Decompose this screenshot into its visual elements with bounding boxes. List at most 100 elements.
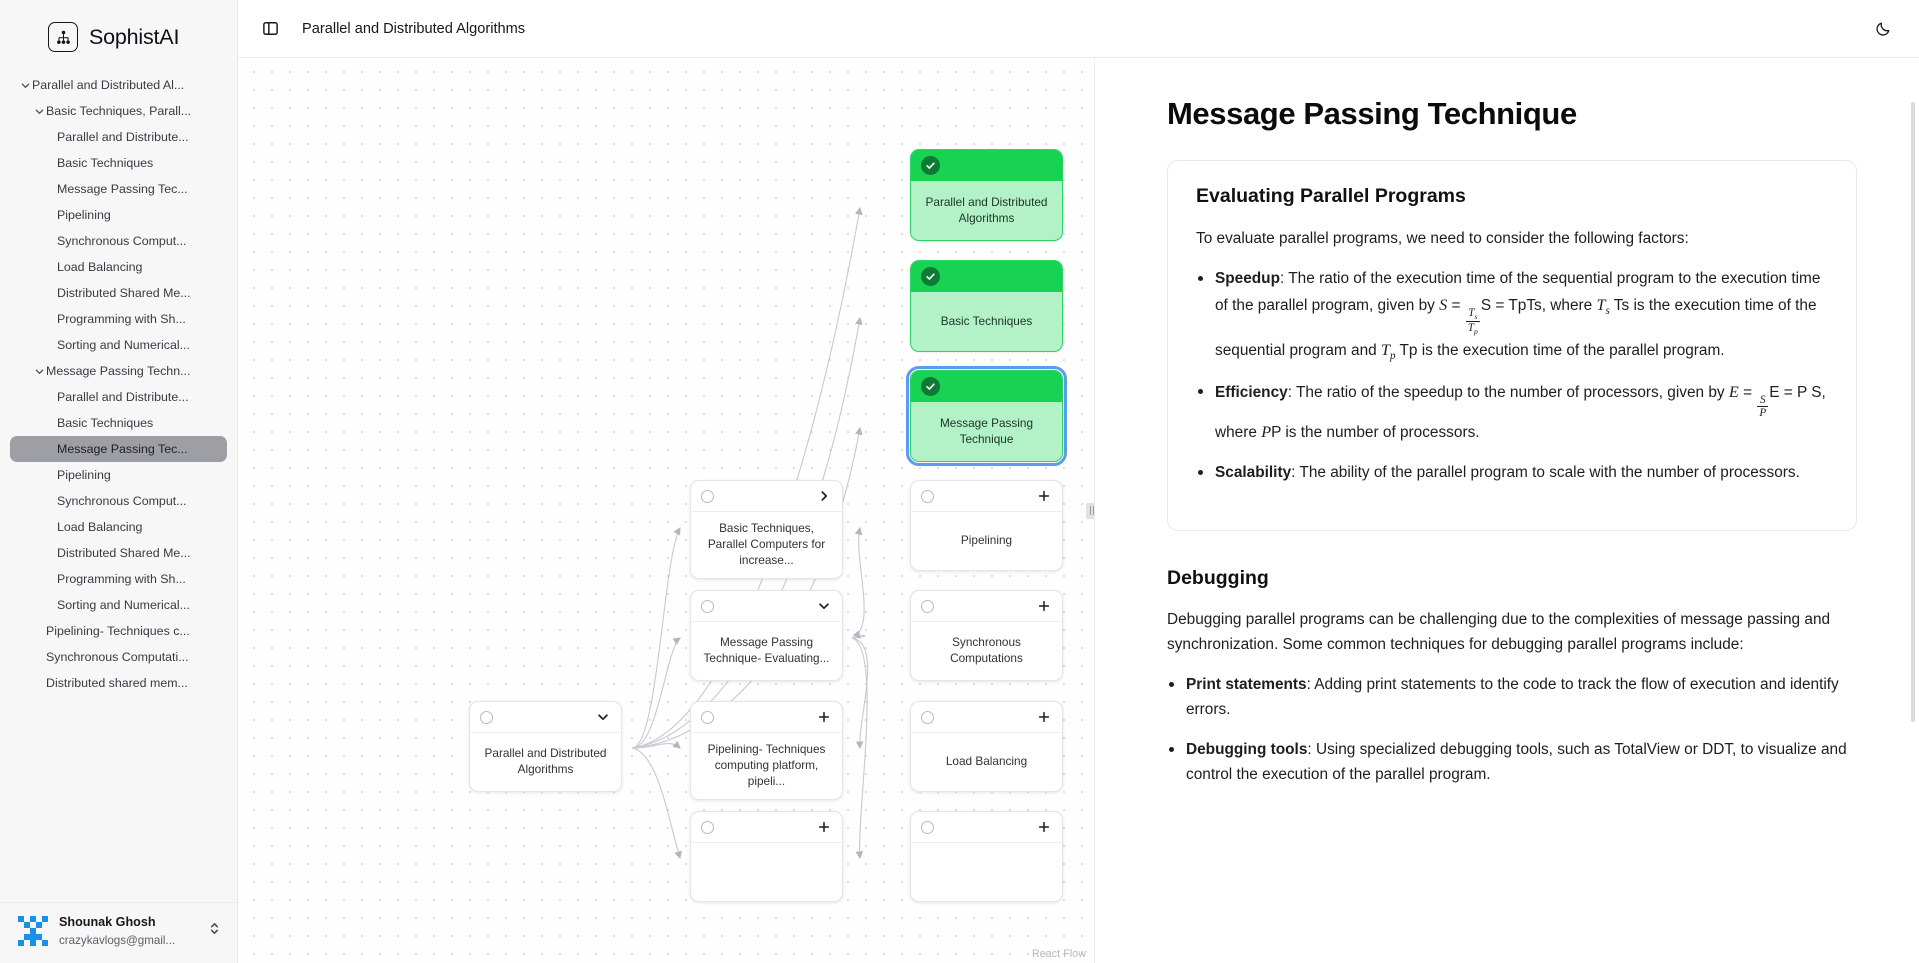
sidebar-item-17[interactable]: Load Balancing xyxy=(10,514,227,540)
sidebar-item-16[interactable]: Synchronous Comput... xyxy=(10,488,227,514)
plus-icon[interactable] xyxy=(1037,599,1051,613)
section-paragraph: Debugging parallel programs can be chall… xyxy=(1167,610,1831,653)
sidebar-item-11[interactable]: Message Passing Techn... xyxy=(10,358,227,384)
react-flow-attribution[interactable]: React Flow xyxy=(1032,948,1086,960)
sidebar-item-18[interactable]: Distributed Shared Me... xyxy=(10,540,227,566)
bullet-text-3: is the number of processors. xyxy=(1285,424,1480,442)
flow-node-n10[interactable]: Load Balancing xyxy=(910,701,1063,792)
flow-node-n3[interactable]: Message Passing Technique xyxy=(906,366,1067,466)
node-label xyxy=(911,843,1062,901)
status-circle-icon[interactable] xyxy=(701,820,714,834)
sidebar-item-21[interactable]: Pipelining- Techniques c... xyxy=(10,618,227,644)
document-title: Message Passing Technique xyxy=(1167,96,1577,131)
status-circle-icon[interactable] xyxy=(480,710,493,724)
sidebar-item-3[interactable]: Basic Techniques xyxy=(10,150,227,176)
status-circle-icon[interactable] xyxy=(921,599,934,613)
sidebar-item-0[interactable]: Parallel and Distributed Al... xyxy=(10,72,227,98)
list-item: Speedup: The ratio of the execution time… xyxy=(1196,266,1828,365)
math-tail: S = TpTs, xyxy=(1480,296,1546,314)
sidebar-item-7[interactable]: Load Balancing xyxy=(10,254,227,280)
node-header xyxy=(911,591,1062,622)
sidebar-item-label: Basic Techniques, Parall... xyxy=(46,104,192,118)
section-heading: Debugging xyxy=(1167,566,1269,589)
brand-name: SophistAI xyxy=(89,24,180,49)
bullet-text: : The ratio of the execution time of the… xyxy=(1215,269,1821,314)
moon-icon[interactable] xyxy=(1869,15,1897,43)
sidebar-item-14[interactable]: Message Passing Tec... xyxy=(10,436,227,462)
hierarchy-icon xyxy=(48,22,78,52)
sidebar-toggle-icon[interactable] xyxy=(256,15,284,43)
status-circle-icon[interactable] xyxy=(701,599,714,613)
flow-node-n6[interactable]: Message Passing Technique- Evaluating... xyxy=(690,590,843,681)
identicon-avatar xyxy=(18,916,48,946)
sidebar-item-6[interactable]: Synchronous Comput... xyxy=(10,228,227,254)
flow-node-n2[interactable]: Basic Techniques xyxy=(910,260,1063,352)
sidebar-item-1[interactable]: Basic Techniques, Parall... xyxy=(10,98,227,124)
debugging-list: Print statements: Adding print statement… xyxy=(1167,672,1857,788)
node-header xyxy=(911,261,1062,292)
sidebar-item-8[interactable]: Distributed Shared Me... xyxy=(10,280,227,306)
node-label: Parallel and Distributed Algorithms xyxy=(484,746,607,776)
bullet-text: : The ratio of the speedup to the number… xyxy=(1287,384,1729,402)
sidebar-item-5[interactable]: Pipelining xyxy=(10,202,227,228)
flow-node-n4[interactable]: Basic Techniques, Parallel Computers for… xyxy=(690,480,843,579)
chevron-down-icon[interactable] xyxy=(817,599,831,613)
sidebar-item-label: Distributed Shared Me... xyxy=(57,546,191,560)
chevron-down-icon[interactable] xyxy=(18,80,32,91)
document-panel: Message Passing Technique Evaluating Par… xyxy=(1095,58,1919,963)
bullet-text-2: where xyxy=(1215,424,1262,442)
panel-resizer[interactable] xyxy=(1086,502,1094,519)
flow-node-n7[interactable]: Synchronous Computations xyxy=(910,590,1063,681)
sidebar-item-9[interactable]: Programming with Sh... xyxy=(10,306,227,332)
flow-node-n8[interactable]: Parallel and Distributed Algorithms xyxy=(469,701,622,792)
status-circle-icon[interactable] xyxy=(701,710,714,724)
node-label: Message Passing Technique- Evaluating... xyxy=(703,635,830,665)
sidebar-item-23[interactable]: Distributed shared mem... xyxy=(10,670,227,696)
chevron-down-icon[interactable] xyxy=(32,366,46,377)
flow-node-n9[interactable]: Pipelining- Techniques computing platfor… xyxy=(690,701,843,800)
status-circle-icon[interactable] xyxy=(921,820,934,834)
status-circle-icon[interactable] xyxy=(921,710,934,724)
chevron-up-down-icon[interactable] xyxy=(208,920,225,942)
plus-icon[interactable] xyxy=(817,710,831,724)
sidebar-item-13[interactable]: Basic Techniques xyxy=(10,410,227,436)
brand[interactable]: SophistAI xyxy=(0,0,237,68)
chevron-right-icon[interactable] xyxy=(817,489,831,503)
sidebar-item-20[interactable]: Sorting and Numerical... xyxy=(10,592,227,618)
sidebar-item-label: Pipelining- Techniques c... xyxy=(46,624,190,638)
sidebar-item-label: Synchronous Comput... xyxy=(57,494,187,508)
sidebar-item-22[interactable]: Synchronous Computati... xyxy=(10,644,227,670)
list-item: Efficiency: The ratio of the speedup to … xyxy=(1196,379,1828,446)
sidebar-item-2[interactable]: Parallel and Distribute... xyxy=(10,124,227,150)
bullet-term: Speedup xyxy=(1215,269,1280,287)
sidebar: SophistAI Parallel and Distributed Al...… xyxy=(0,0,238,963)
sidebar-item-12[interactable]: Parallel and Distribute... xyxy=(10,384,227,410)
user-profile[interactable]: Shounak Ghosh crazykavlogs@gmail... xyxy=(0,902,237,963)
math-var-tp: Tp xyxy=(1380,340,1396,362)
flow-node-n11[interactable] xyxy=(690,811,843,902)
status-circle-icon[interactable] xyxy=(701,489,714,503)
sidebar-item-19[interactable]: Programming with Sh... xyxy=(10,566,227,592)
bullet-text: : Using specialized debugging tools, suc… xyxy=(1186,740,1847,784)
plus-icon[interactable] xyxy=(817,820,831,834)
status-circle-icon[interactable] xyxy=(921,489,934,503)
evaluating-card: Evaluating Parallel Programs To evaluate… xyxy=(1167,160,1857,531)
sidebar-item-15[interactable]: Pipelining xyxy=(10,462,227,488)
chevron-down-icon[interactable] xyxy=(596,710,610,724)
document-scrollbar[interactable] xyxy=(1911,102,1915,722)
node-header xyxy=(911,702,1062,733)
sidebar-item-label: Pipelining xyxy=(57,208,111,222)
flow-node-n12[interactable] xyxy=(910,811,1063,902)
bullet-text: : Adding print statements to the code to… xyxy=(1186,675,1839,719)
flow-node-n5[interactable]: Pipelining xyxy=(910,480,1063,571)
plus-icon[interactable] xyxy=(1037,820,1051,834)
math-plain-tp: Tp xyxy=(1395,341,1422,359)
sidebar-item-10[interactable]: Sorting and Numerical... xyxy=(10,332,227,358)
sidebar-item-4[interactable]: Message Passing Tec... xyxy=(10,176,227,202)
plus-icon[interactable] xyxy=(1037,489,1051,503)
flow-node-n1[interactable]: Parallel and Distributed Algorithms xyxy=(910,149,1063,241)
chevron-down-icon[interactable] xyxy=(32,106,46,117)
sidebar-item-label: Distributed Shared Me... xyxy=(57,286,191,300)
plus-icon[interactable] xyxy=(1037,710,1051,724)
